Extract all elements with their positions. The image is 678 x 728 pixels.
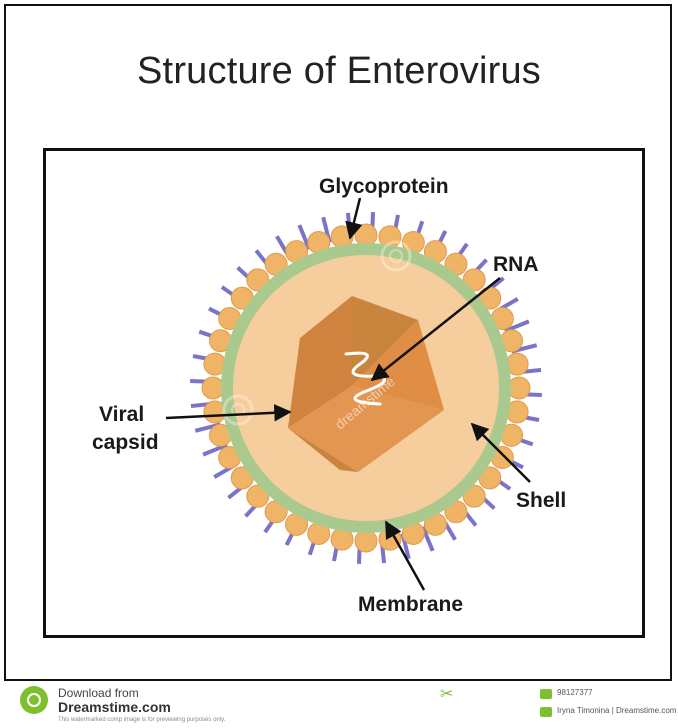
footer-note: This watermarked comp image is for previ… bbox=[58, 717, 225, 723]
dreamstime-logo-icon[interactable] bbox=[20, 686, 48, 714]
membrane-bead bbox=[202, 377, 224, 399]
label-glycoprotein: Glycoprotein bbox=[319, 174, 449, 200]
label-viral: Viral bbox=[99, 402, 144, 428]
footer-site-link[interactable]: Dreamstime.com bbox=[58, 699, 171, 715]
footer: Download from Dreamstime.com This waterm… bbox=[0, 682, 678, 728]
dreamstime-mark-icon: ✂ bbox=[440, 684, 453, 704]
footer-download-text: Download from bbox=[58, 686, 139, 700]
membrane-bead bbox=[508, 377, 530, 399]
label-capsid: capsid bbox=[92, 430, 159, 456]
footer-image-id: 98127377 bbox=[557, 688, 593, 697]
footer-author: Iryna Timonina | Dreamstime.com bbox=[557, 706, 676, 715]
membrane-bead bbox=[355, 224, 377, 246]
author-badge-icon bbox=[540, 707, 552, 717]
membrane-bead bbox=[355, 530, 377, 552]
label-shell: Shell bbox=[516, 488, 566, 514]
label-membrane: Membrane bbox=[358, 592, 463, 618]
label-rna: RNA bbox=[493, 252, 539, 278]
id-badge-icon bbox=[540, 689, 552, 699]
